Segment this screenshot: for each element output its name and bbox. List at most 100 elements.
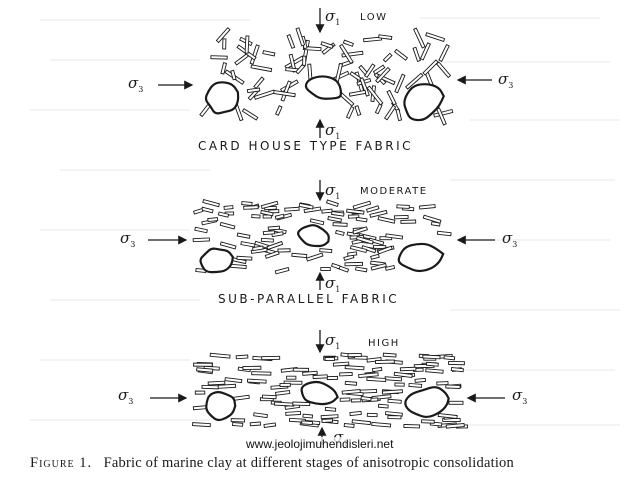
clay-platelet (385, 265, 394, 270)
clay-platelet (356, 267, 367, 272)
clay-platelet (250, 422, 260, 426)
clay-platelet (276, 106, 282, 115)
clay-platelet (396, 109, 401, 120)
clay-platelet (355, 106, 361, 116)
clay-platelet (220, 222, 235, 229)
clay-platelet (444, 356, 455, 360)
figure-label: Figure 1. (30, 455, 92, 471)
clay-platelet (353, 201, 371, 209)
clay-platelet (242, 202, 252, 206)
clay-platelet (423, 60, 438, 75)
clay-platelet (387, 90, 396, 105)
clay-platelet (293, 368, 308, 371)
clay-platelet (211, 56, 227, 59)
clay-platelet (263, 51, 275, 56)
clay-platelet (419, 205, 435, 209)
clay-platelet (395, 74, 405, 92)
clay-platelet (413, 47, 420, 61)
clay-platelet (383, 53, 392, 62)
clay-platelet (375, 360, 394, 364)
sigma3-right-label: σ3 (512, 386, 527, 406)
clay-platelet (395, 49, 408, 60)
clay-platelet (451, 367, 463, 371)
clay-platelet (348, 353, 361, 356)
clay-platelet (378, 217, 395, 224)
clay-platelet (333, 223, 347, 227)
panel-moderate-stress (148, 180, 495, 290)
clay-platelet (409, 383, 422, 387)
clay-platelet (224, 206, 233, 210)
clay-platelet (437, 231, 451, 235)
clay-platelet (345, 262, 363, 265)
clay-platelet (439, 45, 449, 62)
clay-platelet (243, 366, 261, 369)
clay-platelet (223, 39, 226, 49)
clay-platelet (193, 238, 209, 242)
sigma1-bottom-label: σ1 (325, 274, 340, 294)
clay-platelet (359, 373, 379, 378)
sigma1-top-label: σ1 (325, 7, 340, 27)
clay-platelet (340, 372, 353, 375)
clay-platelet (276, 391, 290, 396)
clay-platelet (293, 402, 310, 406)
fabric-title: SUB-PARALLEL FABRIC (218, 292, 399, 306)
clay-platelet (242, 109, 257, 120)
clay-platelet (236, 355, 248, 359)
sigma1-bottom-label: σ1 (325, 121, 340, 141)
clay-platelet (244, 206, 259, 210)
stress-level-label: HIGH (368, 338, 400, 349)
clay-platelet (202, 207, 213, 213)
sigma1-top-label: σ1 (325, 181, 340, 201)
clay-platelet (285, 207, 299, 211)
clay-platelet (367, 206, 379, 212)
clay-platelet (193, 406, 207, 410)
clay-platelet (320, 249, 332, 253)
clay-platelet (345, 366, 364, 370)
clay-platelet (321, 415, 338, 419)
clay-platelet (426, 362, 438, 366)
clay-platelet (423, 355, 440, 359)
clay-platelet (340, 398, 350, 401)
clay-platelet (395, 383, 404, 386)
clay-platelet (372, 422, 391, 427)
clay-fabric-parallel (193, 353, 468, 428)
clay-platelet (356, 217, 367, 222)
clay-platelet (220, 242, 236, 249)
stress-level-label: LOW (360, 12, 387, 23)
silt-grain (295, 221, 331, 251)
clay-fabric-sub-parallel (193, 200, 451, 275)
clay-platelet (280, 383, 290, 386)
clay-platelet (336, 230, 345, 235)
clay-platelet (247, 379, 266, 383)
clay-platelet (210, 353, 230, 358)
clay-platelet (310, 219, 324, 225)
clay-platelet (262, 356, 280, 359)
sigma3-left-label: σ3 (128, 74, 143, 94)
clay-platelet (385, 105, 396, 119)
sigma3-right-label: σ3 (502, 229, 517, 249)
clay-platelet (235, 54, 248, 65)
clay-platelet (343, 40, 353, 46)
clay-platelet (401, 220, 416, 223)
clay-platelet (383, 353, 396, 357)
clay-platelet (261, 238, 273, 242)
clay-platelet (388, 416, 401, 419)
clay-platelet (327, 376, 337, 379)
clay-platelet (385, 377, 402, 381)
clay-platelet (446, 385, 460, 389)
clay-platelet (263, 231, 274, 235)
fabric-title: CARD HOUSE TYPE FABRIC (198, 139, 413, 153)
clay-platelet (262, 395, 276, 399)
clay-platelet (322, 419, 333, 423)
clay-platelet (325, 407, 335, 411)
panel-low-stress (158, 8, 492, 138)
clay-platelet (344, 424, 354, 428)
clay-platelet (194, 209, 203, 215)
clay-platelet (208, 381, 225, 385)
clay-platelet (394, 215, 408, 218)
clay-platelet (251, 65, 272, 72)
clay-platelet (237, 233, 250, 238)
silt-grain (206, 392, 235, 420)
